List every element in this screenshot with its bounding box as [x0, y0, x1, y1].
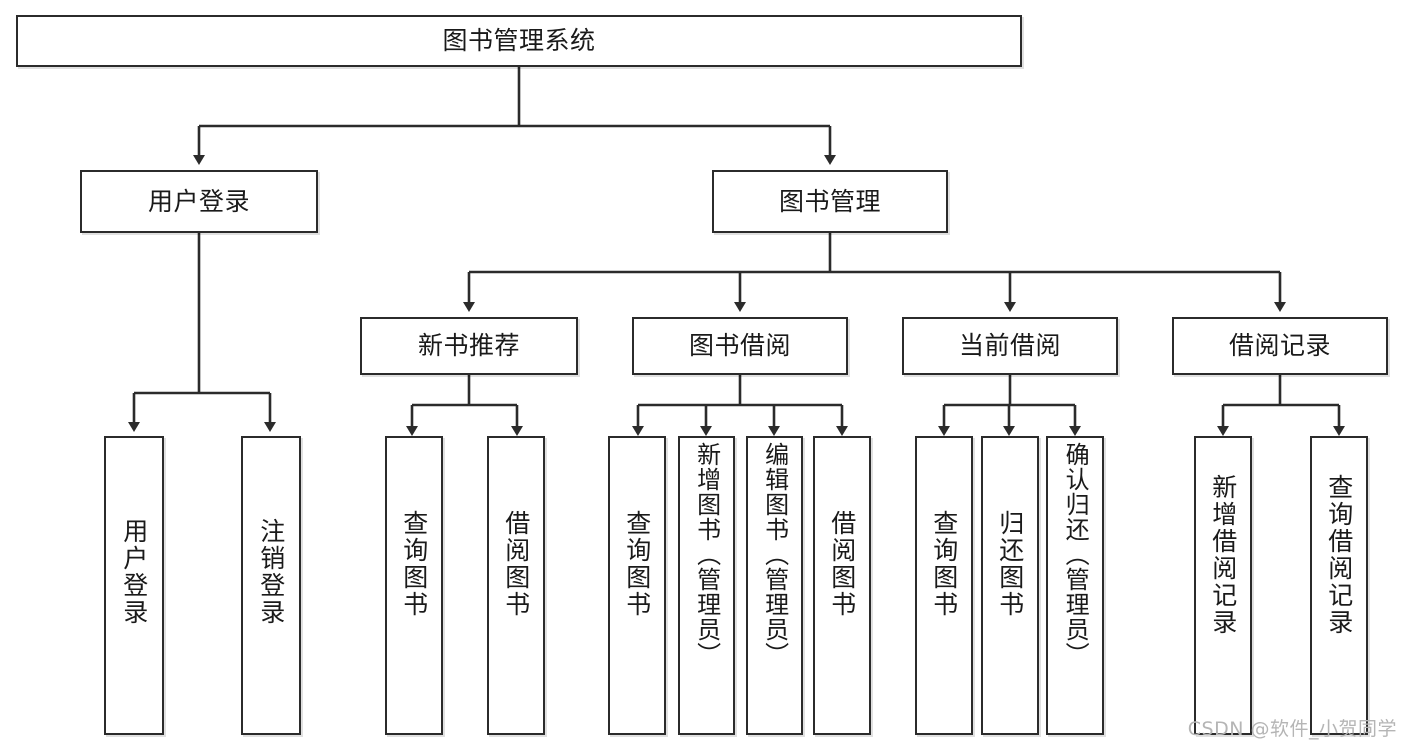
leaf-query-book-1-label: 查询图书 — [399, 510, 429, 618]
node-current-borrow-label: 当前借阅 — [958, 331, 1061, 361]
leaf-borrow-book-2[interactable]: 借阅图书 — [813, 436, 871, 735]
leaf-query-book-2-label: 查询图书 — [622, 510, 652, 618]
leaf-user-logout[interactable]: 注销登录 — [241, 436, 301, 735]
leaf-user-logout-label: 注销登录 — [256, 518, 286, 626]
leaf-query-book-3[interactable]: 查询图书 — [915, 436, 973, 735]
leaf-edit-book[interactable]: 编辑图书（管理员） — [746, 436, 803, 735]
node-book-management-label: 图书管理 — [778, 186, 881, 216]
leaf-query-record[interactable]: 查询借阅记录 — [1310, 436, 1368, 735]
leaf-add-book-label: 新增图书（管理员） — [692, 442, 721, 667]
leaf-query-record-label: 查询借阅记录 — [1324, 474, 1354, 636]
node-book-management[interactable]: 图书管理 — [712, 170, 948, 233]
node-borrow-record[interactable]: 借阅记录 — [1172, 317, 1388, 375]
leaf-query-book-2[interactable]: 查询图书 — [608, 436, 666, 735]
node-root[interactable]: 图书管理系统 — [16, 15, 1022, 67]
leaf-confirm-return-label: 确认归还（管理员） — [1061, 442, 1090, 667]
node-new-book-recommend[interactable]: 新书推荐 — [360, 317, 578, 375]
leaf-add-record-label: 新增借阅记录 — [1208, 474, 1238, 636]
leaf-return-book[interactable]: 归还图书 — [981, 436, 1039, 735]
node-borrow-record-label: 借阅记录 — [1228, 331, 1331, 361]
leaf-add-book[interactable]: 新增图书（管理员） — [678, 436, 735, 735]
leaf-borrow-book-1-label: 借阅图书 — [501, 510, 531, 618]
leaf-return-book-label: 归还图书 — [995, 510, 1025, 618]
node-user-login-label: 用户登录 — [147, 186, 250, 216]
leaf-borrow-book-1[interactable]: 借阅图书 — [487, 436, 545, 735]
node-root-label: 图书管理系统 — [442, 26, 596, 56]
leaf-confirm-return[interactable]: 确认归还（管理员） — [1046, 436, 1104, 735]
leaf-user-login[interactable]: 用户登录 — [104, 436, 164, 735]
leaf-edit-book-label: 编辑图书（管理员） — [760, 442, 789, 667]
node-current-borrow[interactable]: 当前借阅 — [902, 317, 1118, 375]
leaf-add-record[interactable]: 新增借阅记录 — [1194, 436, 1252, 735]
leaf-user-login-label: 用户登录 — [119, 518, 149, 626]
leaf-query-book-1[interactable]: 查询图书 — [385, 436, 443, 735]
leaf-borrow-book-2-label: 借阅图书 — [827, 510, 857, 618]
node-user-login[interactable]: 用户登录 — [80, 170, 318, 233]
watermark: CSDN @软件_小贺同学 — [1187, 718, 1397, 740]
node-book-borrow[interactable]: 图书借阅 — [632, 317, 848, 375]
node-book-borrow-label: 图书借阅 — [688, 331, 791, 361]
leaf-query-book-3-label: 查询图书 — [929, 510, 959, 618]
node-new-book-recommend-label: 新书推荐 — [417, 331, 520, 361]
